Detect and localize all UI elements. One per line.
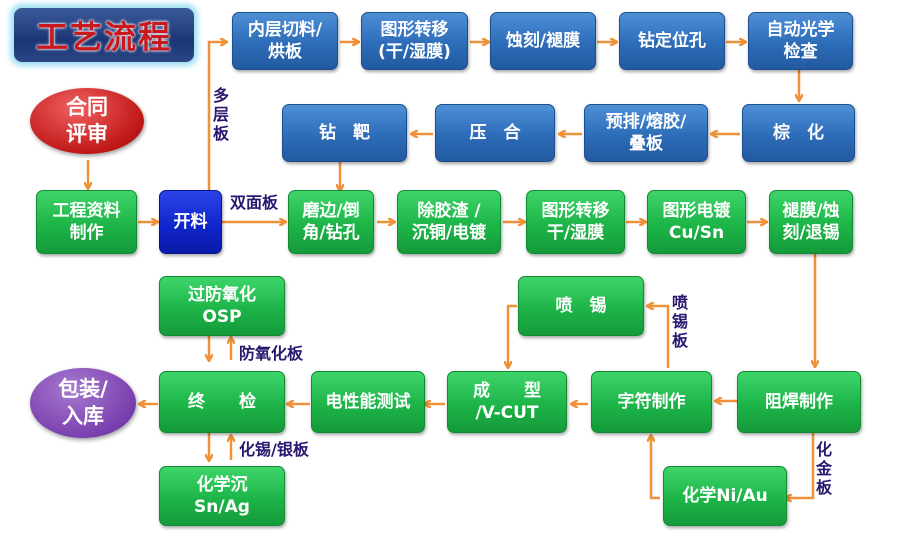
node-brown-oxide[interactable]: 棕 化 xyxy=(742,104,855,162)
arrow-hasl-to-routing xyxy=(508,304,517,367)
node-label: 压 合 xyxy=(469,123,521,143)
node-label: 内层切料/ 烘板 xyxy=(247,20,323,62)
node-silkscreen[interactable]: 字符制作 xyxy=(591,371,712,433)
node-label: 合同 评审 xyxy=(66,95,108,146)
node-label: 化学沉 Sn/Ag xyxy=(194,475,250,517)
node-label: 棕 化 xyxy=(773,123,824,143)
node-label: 图形转移 (干/湿膜) xyxy=(378,20,451,62)
node-label: 阻焊制作 xyxy=(765,392,833,412)
arrow-enig-to-silkscreen xyxy=(651,436,660,500)
node-solder-mask[interactable]: 阻焊制作 xyxy=(737,371,861,433)
node-label: 包装/ 入库 xyxy=(58,377,108,428)
node-drill-positioning[interactable]: 钻定位孔 xyxy=(619,12,725,70)
node-contract-review[interactable]: 合同 评审 xyxy=(30,88,144,154)
node-aoi[interactable]: 自动光学 检查 xyxy=(748,12,853,70)
node-final-inspection[interactable]: 终 检 xyxy=(159,371,285,433)
label-gold-board: 化 金 板 xyxy=(815,440,832,497)
node-lamination[interactable]: 压 合 xyxy=(435,104,555,162)
page-title: 工艺流程 xyxy=(35,18,172,56)
node-label: 图形电镀 Cu/Sn xyxy=(662,201,731,243)
arrow-silkscreen-to-hasl xyxy=(648,306,670,368)
label-multilayer: 多 层 板 xyxy=(212,86,229,143)
node-label: 工程资料 制作 xyxy=(52,201,121,243)
node-packaging[interactable]: 包装/ 入库 xyxy=(30,368,136,438)
node-inner-cut[interactable]: 内层切料/ 烘板 xyxy=(232,12,338,70)
node-label: 化学Ni/Au xyxy=(682,486,768,506)
node-target-drill[interactable]: 钻 靶 xyxy=(282,104,407,162)
node-label: 图形转移 干/湿膜 xyxy=(541,201,610,243)
node-desmear[interactable]: 除胶渣 / 沉铜/电镀 xyxy=(397,190,501,254)
node-osp[interactable]: 过防氧化 OSP xyxy=(159,276,285,336)
arrow-cutting-to-inner-cut xyxy=(207,42,226,190)
node-immersion-sn-ag[interactable]: 化学沉 Sn/Ag xyxy=(159,466,285,526)
node-pattern-transfer-inner[interactable]: 图形转移 (干/湿膜) xyxy=(361,12,468,70)
node-pattern-plating[interactable]: 图形电镀 Cu/Sn xyxy=(647,190,746,254)
node-label: 开料 xyxy=(173,212,208,232)
node-routing[interactable]: 成 型 /V-CUT xyxy=(447,371,567,433)
arrow-soldermask-to-enig xyxy=(786,432,815,498)
node-enig[interactable]: 化学Ni/Au xyxy=(663,466,787,526)
node-edge-drill[interactable]: 磨边/倒 角/钻孔 xyxy=(288,190,374,254)
node-hasl[interactable]: 喷 锡 xyxy=(518,276,644,336)
node-cutting[interactable]: 开料 xyxy=(159,190,222,254)
node-pattern-transfer-outer[interactable]: 图形转移 干/湿膜 xyxy=(526,190,625,254)
node-label: 字符制作 xyxy=(617,392,686,412)
node-label: 过防氧化 OSP xyxy=(188,285,256,327)
label-double-sided: 双面板 xyxy=(230,193,279,212)
node-etch-strip[interactable]: 蚀刻/褪膜 xyxy=(490,12,596,70)
node-label: 喷 锡 xyxy=(555,296,607,316)
node-label: 蚀刻/褪膜 xyxy=(505,31,581,51)
node-label: 褪膜/蚀 刻/退锡 xyxy=(782,201,840,243)
node-electrical-test[interactable]: 电性能测试 xyxy=(311,371,425,433)
page-title-banner: 工艺流程 xyxy=(14,8,194,62)
label-tin-silver: 化锡/银板 xyxy=(239,440,309,459)
node-label: 自动光学 检查 xyxy=(766,20,835,62)
node-label: 除胶渣 / 沉铜/电镀 xyxy=(411,201,487,243)
node-label: 磨边/倒 角/钻孔 xyxy=(302,201,360,243)
node-strip-etch[interactable]: 褪膜/蚀 刻/退锡 xyxy=(769,190,853,254)
node-prelay[interactable]: 预排/熔胶/ 叠板 xyxy=(584,104,708,162)
label-anti-oxidation: 防氧化板 xyxy=(239,344,304,363)
node-label: 成 型 /V-CUT xyxy=(473,381,541,423)
node-label: 电性能测试 xyxy=(325,392,411,412)
node-label: 钻定位孔 xyxy=(638,31,706,51)
node-engineering[interactable]: 工程资料 制作 xyxy=(36,190,137,254)
label-hasl-board: 喷 锡 板 xyxy=(671,293,688,350)
node-label: 终 检 xyxy=(188,392,256,412)
node-label: 预排/熔胶/ 叠板 xyxy=(605,112,687,154)
node-label: 钻 靶 xyxy=(319,123,370,143)
